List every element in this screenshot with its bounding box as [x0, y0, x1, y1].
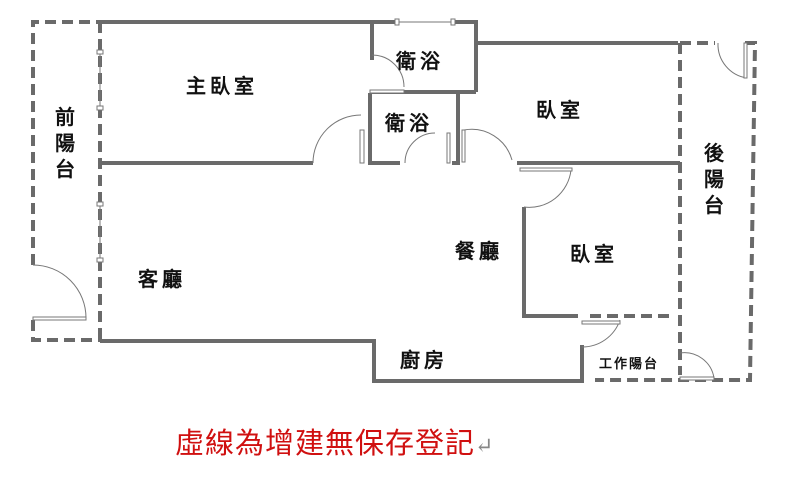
room-label-dining-room: 餐廳 — [455, 239, 503, 263]
room-label-living-room: 客廳 — [138, 267, 186, 291]
room-label-kitchen: 廚房 — [400, 348, 448, 372]
return-mark: ↵ — [475, 434, 495, 459]
room-label-work-balcony: 工作陽台 — [599, 357, 660, 372]
caption-text: 虛線為增建無保存登記 — [175, 426, 476, 460]
room-label-bath-lower: 衛浴 — [385, 111, 433, 135]
room-label-bedroom-lower: 臥室 — [570, 242, 618, 266]
room-label-bath-upper: 衛浴 — [396, 49, 444, 73]
dashed-walls — [31, 20, 758, 382]
room-label-bedroom-upper: 臥室 — [536, 98, 584, 122]
room-label-master-bedroom: 主臥室 — [186, 74, 258, 98]
room-label-front-balcony: 前陽台 — [55, 105, 75, 181]
caption: 虛線為增建無保存登記↵ — [175, 420, 494, 462]
room-label-rear-balcony: 後陽台 — [704, 141, 724, 217]
windows — [96, 18, 456, 263]
doors — [32, 42, 748, 381]
